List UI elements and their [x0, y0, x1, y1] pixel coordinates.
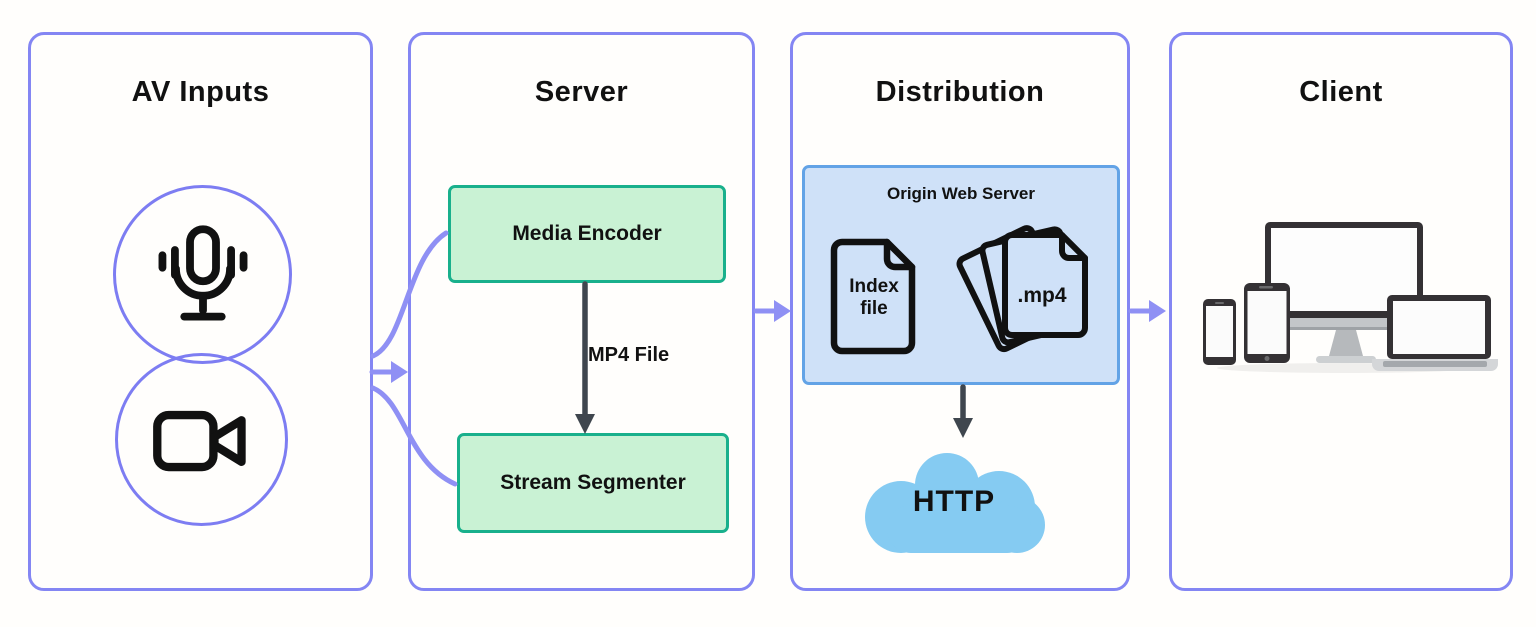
media-encoder-box: Media Encoder — [448, 185, 726, 283]
mp4-stack-label: .mp4 — [1017, 284, 1067, 307]
stream-segmenter-label: Stream Segmenter — [500, 471, 686, 494]
panel-av-inputs: AV Inputs — [28, 32, 373, 591]
server-to-distribution-arrow — [753, 300, 791, 322]
video-camera-icon — [152, 410, 246, 471]
av-inputs-title: AV Inputs — [131, 76, 270, 108]
distribution-to-client-arrow — [1128, 300, 1166, 322]
microphone-circle — [113, 185, 292, 364]
video-camera-circle — [115, 353, 288, 526]
client-devices-image — [1203, 222, 1498, 373]
stream-segmenter-box: Stream Segmenter — [457, 433, 729, 533]
microphone-icon — [158, 224, 247, 320]
index-file-icon — [830, 238, 916, 355]
http-cloud — [865, 453, 1045, 553]
smartphone-large-icon — [1244, 283, 1290, 363]
http-cloud-label: HTTP — [912, 485, 996, 518]
panel-server: Server Media Encoder MP4 File Stream Seg… — [408, 32, 755, 591]
mp4-files-stack-icon — [956, 225, 1088, 353]
av-to-server-arrow-head — [391, 361, 408, 383]
laptop-icon — [1372, 295, 1498, 371]
panel-distribution: Distribution Origin Web Server Index fil… — [790, 32, 1130, 591]
client-title: Client — [1299, 76, 1383, 108]
panel-client: Client — [1169, 32, 1513, 591]
origin-web-server-title: Origin Web Server — [886, 184, 1035, 203]
distribution-title: Distribution — [875, 76, 1045, 108]
server-title: Server — [534, 76, 629, 108]
index-file-label: Index file — [849, 276, 899, 319]
media-encoder-label: Media Encoder — [512, 222, 662, 245]
smartphone-small-icon — [1203, 299, 1236, 365]
mp4-file-arrow-label: MP4 File — [588, 344, 670, 366]
origin-web-server-box: Origin Web Server Index file — [802, 165, 1120, 385]
